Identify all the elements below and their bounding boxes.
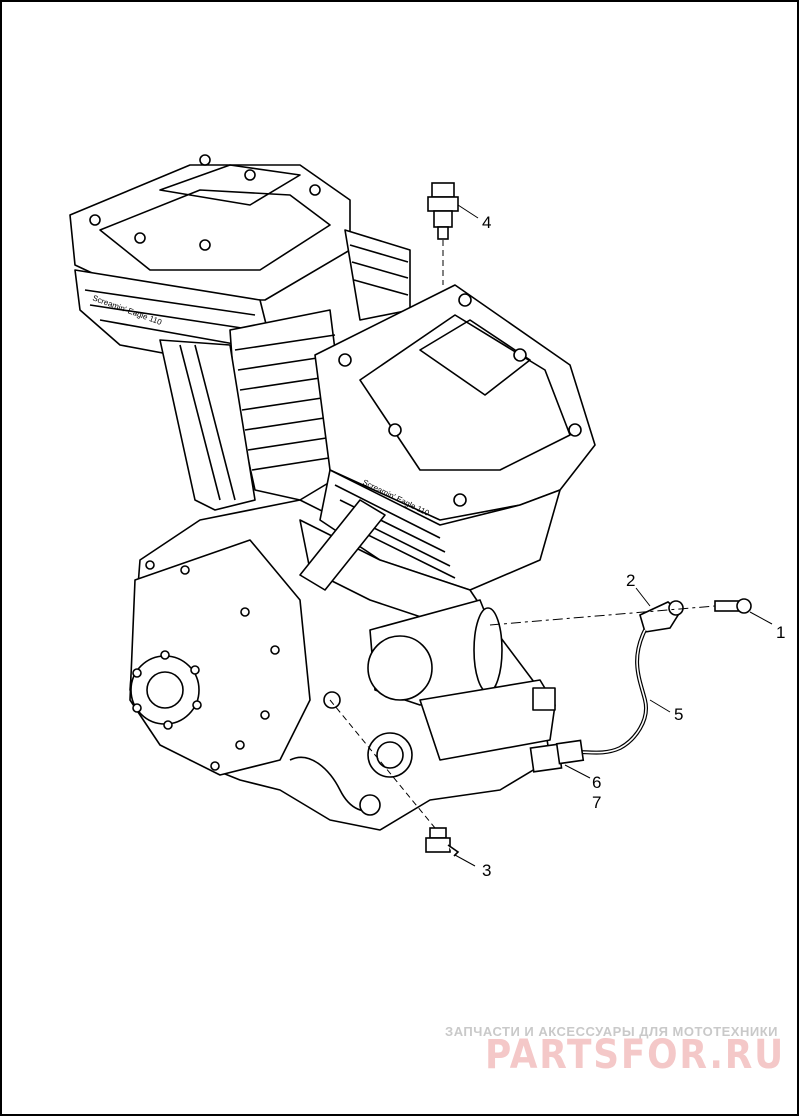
engine-illustration — [69, 154, 596, 831]
dash-part-3 — [329, 699, 436, 829]
callout-4: 4 — [482, 213, 491, 232]
callout-6: 6 — [592, 773, 601, 792]
leader-4 — [457, 204, 479, 219]
leader-1 — [749, 611, 773, 625]
oil-filter-boss — [367, 732, 413, 778]
watermark-tagline: ЗАПЧАСТИ И АКСЕССУАРЫ ДЛЯ МОТОТЕХНИКИ — [445, 1024, 778, 1039]
starter-solenoid — [419, 679, 556, 761]
rear-rocker-bolts — [89, 154, 321, 251]
leader-6-7 — [564, 764, 591, 779]
leader-2 — [635, 587, 651, 607]
callout-1: 1 — [776, 623, 785, 642]
watermark: ЗАПЧАСТИ И АКСЕССУАРЫ ДЛЯ МОТОТЕХНИКИ PA… — [445, 1024, 785, 1078]
front-rocker-bolts — [338, 293, 582, 507]
starter-end-cap — [367, 635, 433, 701]
cover-hub-inner — [146, 671, 184, 709]
callout-labels: 1 2 3 4 5 6 7 — [482, 213, 785, 880]
leader-3 — [454, 854, 476, 867]
parts — [425, 182, 752, 857]
cover-bolts — [132, 560, 280, 771]
part-4-sender — [427, 182, 459, 240]
leader-lines — [329, 204, 773, 867]
part-3-sensor — [425, 827, 460, 857]
callout-7: 7 — [592, 793, 601, 812]
front-pushrods — [299, 499, 386, 591]
part-6-7-connector — [529, 739, 585, 773]
callout-5: 5 — [674, 705, 683, 724]
watermark-brand: PARTSFOR.RU — [485, 1032, 785, 1078]
part-2-sensor-head — [639, 600, 684, 633]
dash-part-1-2 — [489, 605, 716, 626]
leader-5 — [649, 699, 671, 713]
part-1-screw — [714, 598, 752, 614]
callout-3: 3 — [482, 861, 491, 880]
rear-pushrods — [159, 339, 256, 511]
callout-2: 2 — [626, 571, 635, 590]
